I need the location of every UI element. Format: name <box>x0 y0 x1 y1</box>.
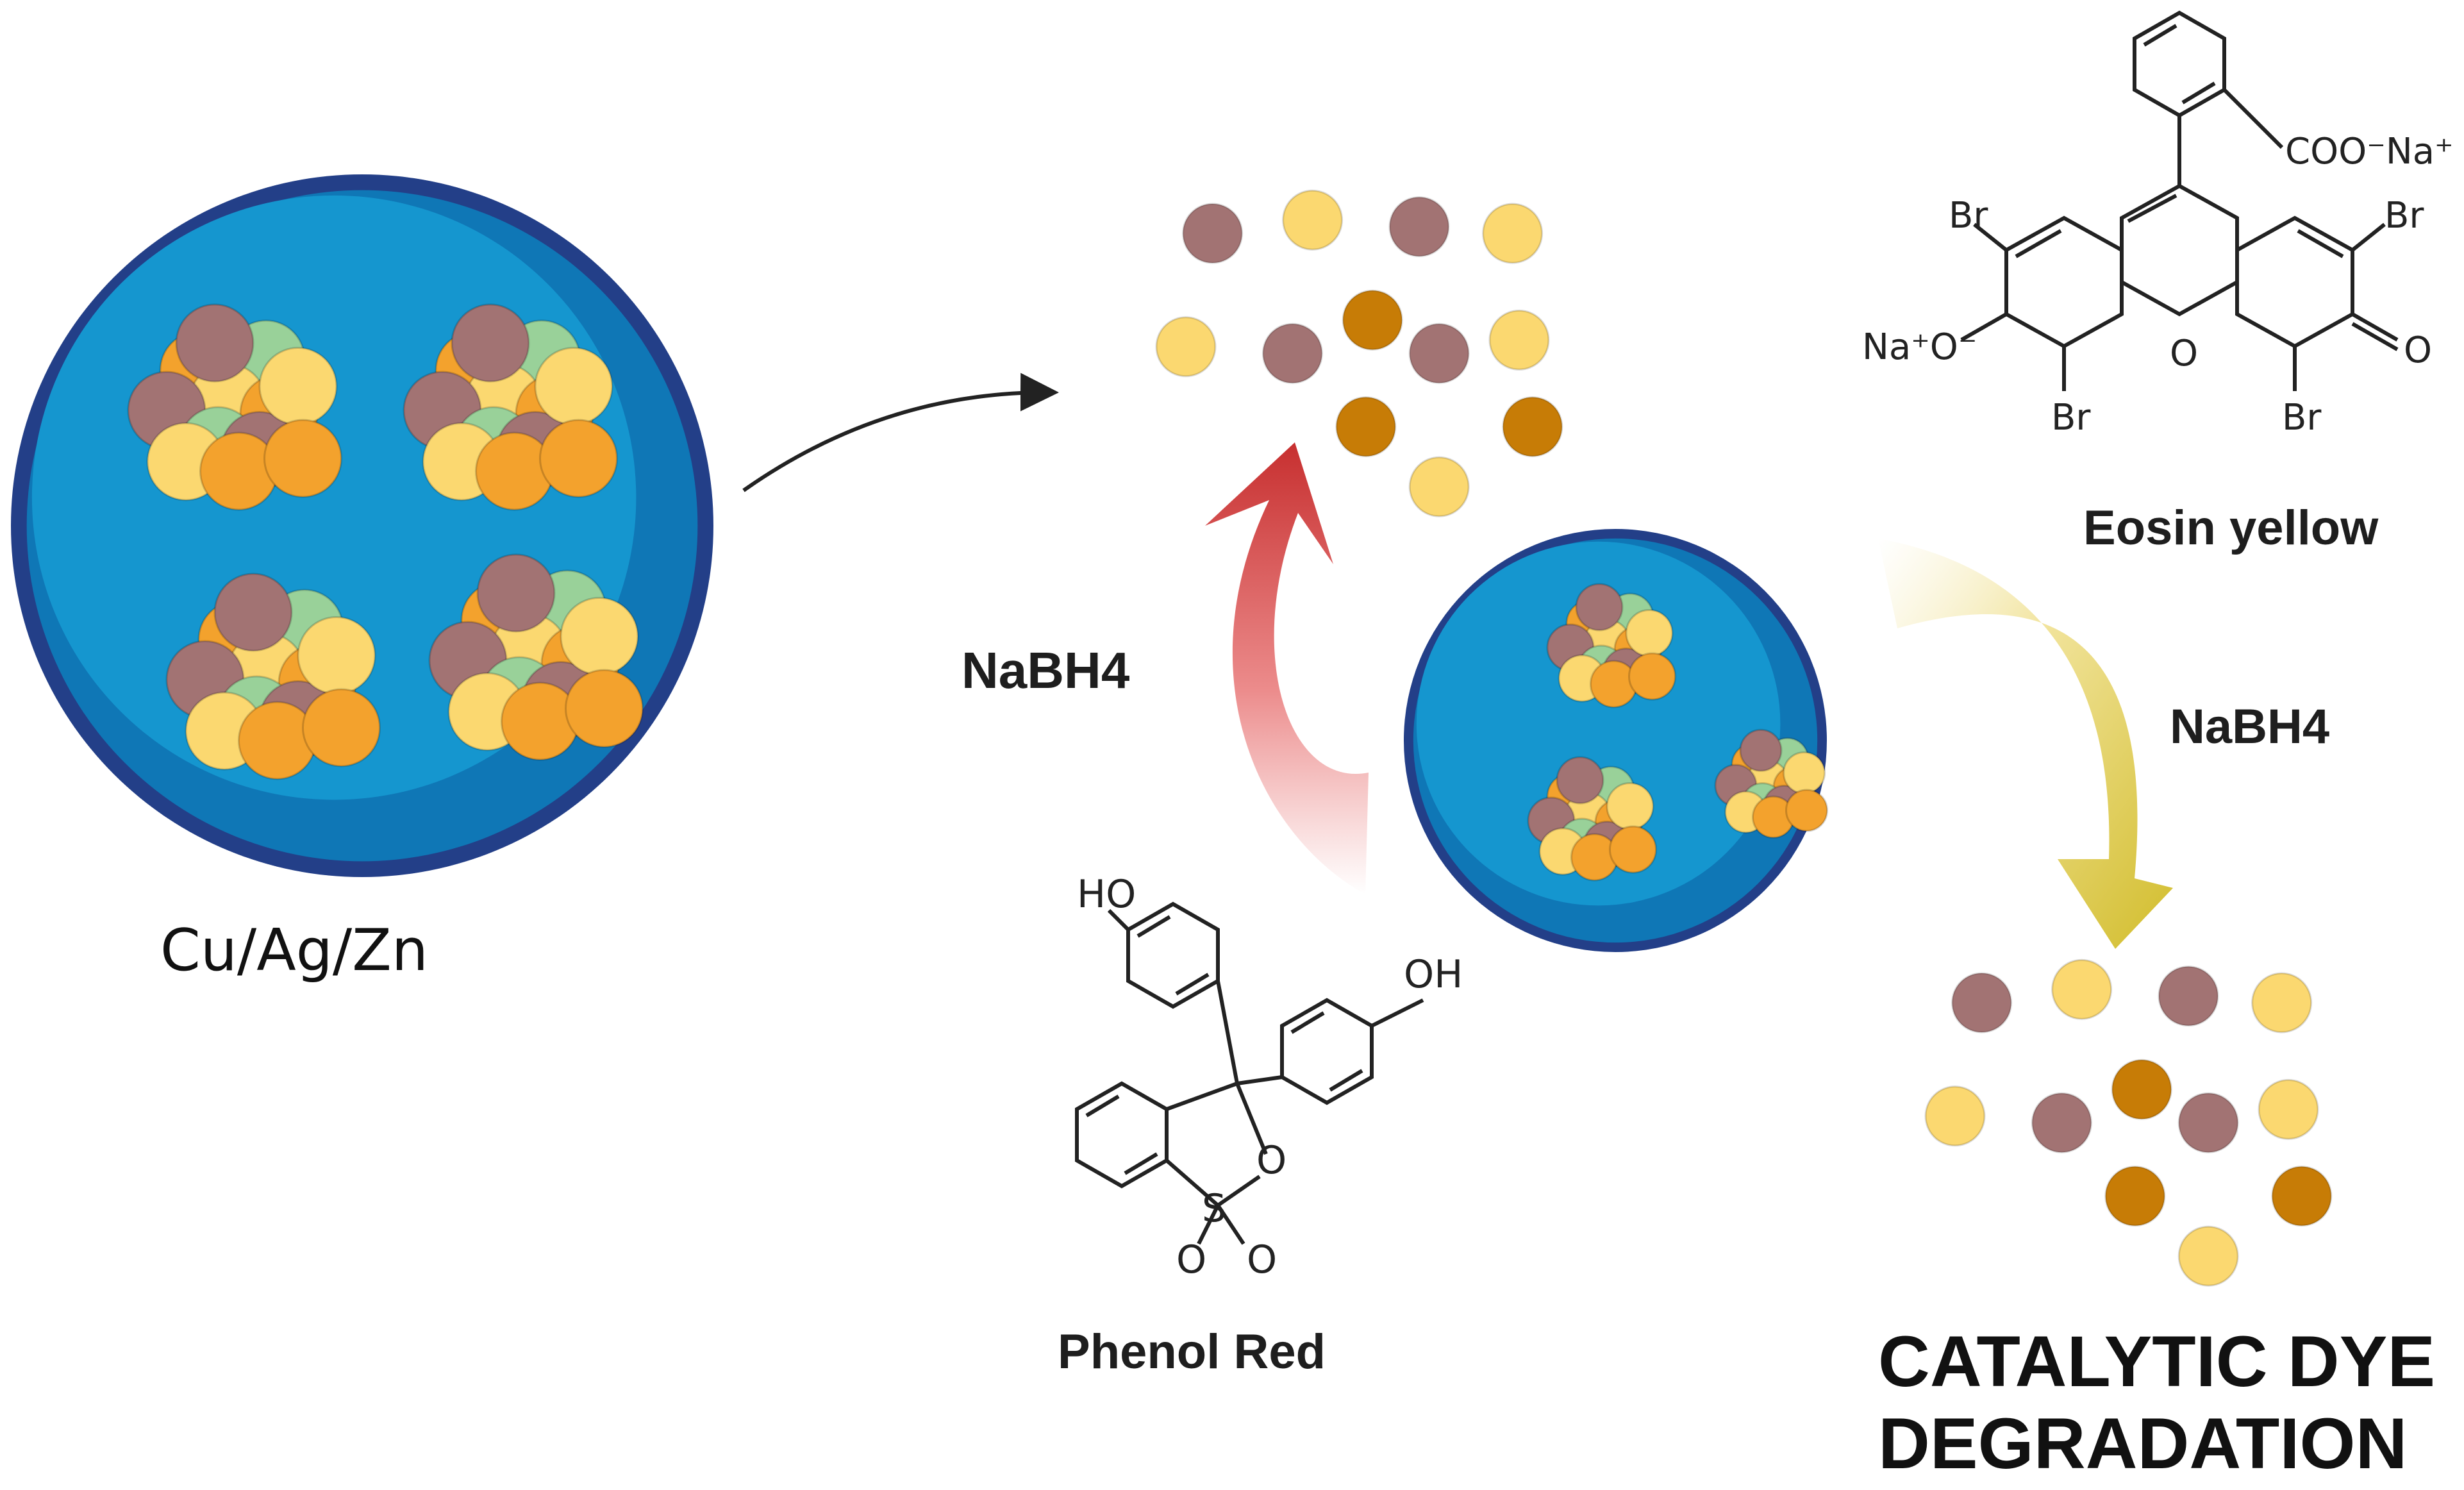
atom-label: Br <box>2282 397 2322 439</box>
reduced-product-particles-top <box>1155 189 1563 517</box>
reduced-product-particles-bottom <box>1924 958 2333 1287</box>
metal-nanoparticle <box>175 303 254 383</box>
product-particle <box>2104 1166 2166 1227</box>
product-particle <box>2271 1166 2333 1227</box>
metal-nanoparticle <box>534 347 613 426</box>
product-particle <box>2177 1225 2239 1287</box>
product-particle <box>1155 316 1217 378</box>
product-particle <box>1924 1085 1986 1147</box>
metal-nanoparticle <box>1609 825 1657 874</box>
small-catalyst-sphere <box>1404 529 1828 952</box>
atom-label: COO⁻Na⁺ <box>2285 131 2454 172</box>
product-particle <box>1388 196 1450 258</box>
title-line-1: CATALYTIC DYE <box>1878 1321 2436 1402</box>
atom-label: O <box>2170 333 2198 374</box>
atom-label: Br <box>1949 195 1988 237</box>
metal-nanoparticle <box>539 419 618 498</box>
metal-nanoparticle <box>213 573 293 652</box>
product-particle <box>1342 289 1403 351</box>
product-particle <box>1261 322 1323 384</box>
atom-label: OH <box>1404 952 1463 997</box>
metal-nanoparticle <box>1739 728 1783 772</box>
product-particle <box>2111 1059 2172 1120</box>
phenol-red-atom-labels: HO OH O S O O <box>1077 872 1463 1282</box>
atom-label: HO <box>1077 872 1136 917</box>
diagram-title: CATALYTIC DYE DEGRADATION <box>1878 1321 2435 1485</box>
atom-label: O <box>1176 1237 1206 1282</box>
metal-nanoparticle <box>476 553 556 633</box>
yellow-curved-arrow <box>1878 539 2173 949</box>
eosin-atom-labels: COO⁻Na⁺ Br Br Na⁺O⁻ O O Br Br <box>1862 131 2454 439</box>
product-particle <box>2051 958 2113 1020</box>
product-particle <box>1282 189 1344 251</box>
metal-nanoparticle <box>560 597 639 676</box>
atom-label: O <box>2404 330 2432 371</box>
atom-label: O <box>1256 1138 1286 1183</box>
metal-nanoparticle <box>1606 782 1654 830</box>
atom-label: O <box>1247 1237 1277 1282</box>
metal-nanoparticle <box>1625 609 1674 657</box>
catalyst-label: Cu/Ag/Zn <box>160 917 428 984</box>
product-particle <box>1182 203 1244 264</box>
reducing-agent-label-left: NaBH4 <box>961 642 1130 699</box>
metal-nanoparticle <box>302 688 381 767</box>
metal-nanoparticle <box>451 303 530 383</box>
eosin-yellow-structure <box>1960 10 2399 391</box>
product-particle <box>2158 966 2219 1027</box>
curved-arrow <box>742 372 1059 492</box>
reducing-agent-label-right: NaBH4 <box>2170 699 2330 754</box>
product-particle <box>1408 456 1470 517</box>
atom-label: S <box>1202 1186 1226 1231</box>
large-catalyst-sphere <box>11 174 713 877</box>
product-particle <box>1335 396 1397 458</box>
metal-nanoparticle <box>565 669 644 748</box>
metal-nanoparticle <box>1783 751 1826 794</box>
metal-nanoparticle <box>1575 583 1624 632</box>
product-particle <box>2177 1092 2239 1153</box>
title-line-2: DEGRADATION <box>1878 1403 2408 1484</box>
atom-label: Br <box>2385 195 2424 237</box>
metal-nanoparticle <box>1628 652 1676 701</box>
product-particle <box>2031 1092 2092 1153</box>
product-particle <box>1408 322 1470 384</box>
product-particle <box>1951 972 2013 1034</box>
eosin-yellow-label: Eosin yellow <box>2083 501 2379 555</box>
sphere-highlight <box>1416 541 1781 906</box>
metal-nanoparticle <box>1785 789 1828 832</box>
product-particle <box>2251 972 2313 1034</box>
metal-nanoparticle <box>263 419 342 498</box>
product-particle <box>1488 309 1550 371</box>
product-particle <box>1482 203 1544 264</box>
phenol-red-label: Phenol Red <box>1058 1325 1326 1379</box>
metal-nanoparticle <box>1556 756 1604 805</box>
product-particle <box>2258 1078 2319 1140</box>
phenol-red-structure <box>1075 901 1424 1245</box>
red-curved-arrow <box>1205 442 1369 894</box>
metal-nanoparticle <box>297 616 376 695</box>
atom-label: Br <box>2051 397 2091 439</box>
metal-nanoparticle <box>258 347 338 426</box>
atom-label: Na⁺O⁻ <box>1862 326 1977 368</box>
product-particle <box>1502 396 1563 458</box>
